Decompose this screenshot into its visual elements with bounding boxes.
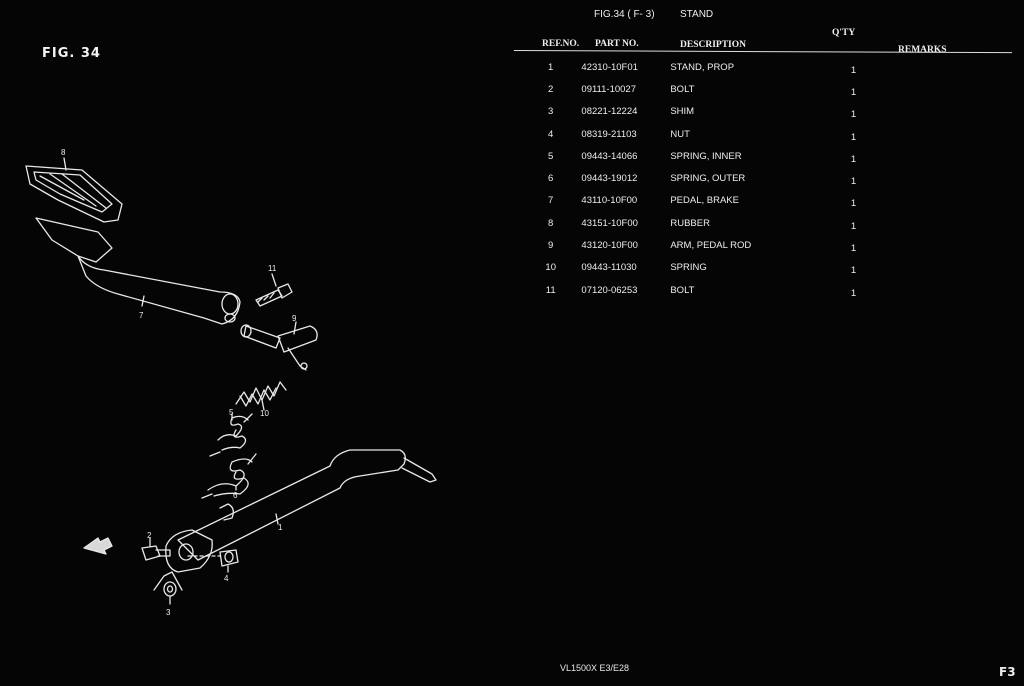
column-header-remarks: REMARKS: [898, 45, 947, 55]
table-row: 4 08319-21103 NUT 1: [520, 123, 880, 145]
callout-11: 11: [268, 264, 277, 273]
qty-cell: 1: [850, 287, 857, 299]
rubber-pad-part: [25, 157, 123, 223]
qty-cell: 1: [850, 86, 857, 98]
exploded-parts-diagram: 1 2 3 4 5 6 7 8 9 10 11: [25, 148, 437, 617]
qty-cell: 1: [850, 64, 857, 76]
inner-spring-part: [209, 413, 253, 457]
part-no-cell: 09443-19012: [581, 173, 638, 185]
callout-8: 8: [61, 148, 66, 157]
table-row: 6 09443-19012 SPRING, OUTER 1: [520, 167, 880, 189]
description-cell: SPRING, OUTER: [670, 173, 746, 185]
qty-cell: 1: [850, 153, 857, 165]
description-cell: SHIM: [670, 106, 695, 118]
column-header-description: DESCRIPTION: [680, 40, 746, 50]
callout-2: 2: [147, 531, 152, 540]
part-no-cell: 42310-10F01: [581, 61, 638, 73]
callout-1: 1: [278, 523, 283, 532]
part-no-cell: 43120-10F00: [581, 240, 638, 252]
part-no-cell: 07120-06253: [581, 284, 638, 296]
callout-7: 7: [139, 311, 144, 320]
part-no-cell: 08319-21103: [581, 128, 637, 140]
brake-pedal-part: [35, 217, 241, 325]
ref-no-cell: 10: [545, 262, 556, 274]
qty-cell: 1: [850, 131, 857, 143]
column-header-qty: Q'TY: [832, 28, 856, 38]
description-cell: BOLT: [670, 284, 695, 296]
description-cell: ARM, PEDAL ROD: [670, 240, 752, 252]
nut-part: [187, 549, 239, 573]
bolt-11-part: [255, 273, 293, 307]
column-header-part-no: PART NO.: [595, 39, 639, 49]
ref-no-cell: 5: [548, 150, 554, 162]
table-row: 1 42310-10F01 STAND, PROP 1: [520, 56, 880, 78]
description-cell: STAND, PROP: [670, 61, 735, 73]
part-no-cell: 09443-11030: [581, 262, 637, 274]
table-row: 9 43120-10F00 ARM, PEDAL ROD 1: [520, 234, 880, 256]
table-row: 7 43110-10F00 PEDAL, BRAKE 1: [520, 190, 880, 212]
page-number: F3: [999, 665, 1016, 679]
shim-part: [153, 571, 183, 605]
figure-reference: FIG.34 ( F- 3): [594, 9, 655, 20]
spring-10-part: [235, 381, 287, 411]
callout-5: 5: [229, 408, 234, 417]
front-arrow-icon: [83, 537, 113, 555]
ref-no-cell: 6: [548, 173, 554, 185]
callout-6: 6: [233, 491, 238, 500]
qty-cell: 1: [850, 198, 857, 210]
callout-10: 10: [260, 409, 269, 418]
part-no-cell: 08221-12224: [581, 106, 638, 118]
model-code: VL1500X E3/E28: [560, 663, 630, 673]
prop-stand-part: [165, 449, 437, 573]
description-cell: NUT: [670, 128, 690, 140]
qty-cell: 1: [850, 220, 857, 232]
arm-pedal-rod-part: [240, 321, 318, 371]
callout-9: 9: [292, 314, 297, 323]
ref-no-cell: 4: [548, 128, 554, 140]
section-title: STAND: [680, 9, 714, 20]
part-no-cell: 09443-14066: [581, 150, 638, 162]
part-no-cell: 43110-10F00: [581, 195, 638, 207]
qty-cell: 1: [850, 265, 857, 277]
qty-cell: 1: [850, 243, 857, 255]
part-no-cell: 09111-10027: [581, 83, 636, 95]
callout-3: 3: [166, 608, 171, 617]
ref-no-cell: 2: [548, 83, 554, 95]
ref-no-cell: 7: [548, 195, 554, 207]
table-row: 10 09443-11030 SPRING 1: [520, 257, 880, 279]
table-row: 11 07120-06253 BOLT 1: [520, 279, 880, 301]
table-row: 5 09443-14066 SPRING, INNER 1: [520, 145, 880, 167]
table-row: 8 43151-10F00 RUBBER 1: [520, 212, 880, 234]
bolt-2-part: [141, 537, 171, 561]
outer-spring-part: [201, 453, 257, 499]
table-row: 3 08221-12224 SHIM 1: [520, 101, 880, 123]
description-cell: SPRING, INNER: [670, 150, 742, 162]
table-row: 2 09111-10027 BOLT 1: [520, 78, 880, 100]
ref-no-cell: 8: [548, 217, 554, 229]
description-cell: BOLT: [670, 83, 695, 95]
ref-no-cell: 11: [545, 284, 556, 296]
callout-4: 4: [224, 574, 229, 583]
ref-no-cell: 9: [548, 240, 554, 252]
description-cell: SPRING: [670, 262, 707, 274]
part-no-cell: 43151-10F00: [581, 217, 638, 229]
ref-no-cell: 3: [548, 106, 554, 118]
ref-no-cell: 1: [548, 61, 554, 73]
figure-label: FIG. 34: [42, 46, 101, 61]
qty-cell: 1: [850, 176, 857, 188]
description-cell: RUBBER: [670, 217, 710, 229]
description-cell: PEDAL, BRAKE: [670, 195, 739, 207]
column-header-ref-no: REF.NO.: [542, 39, 580, 49]
qty-cell: 1: [850, 109, 857, 121]
